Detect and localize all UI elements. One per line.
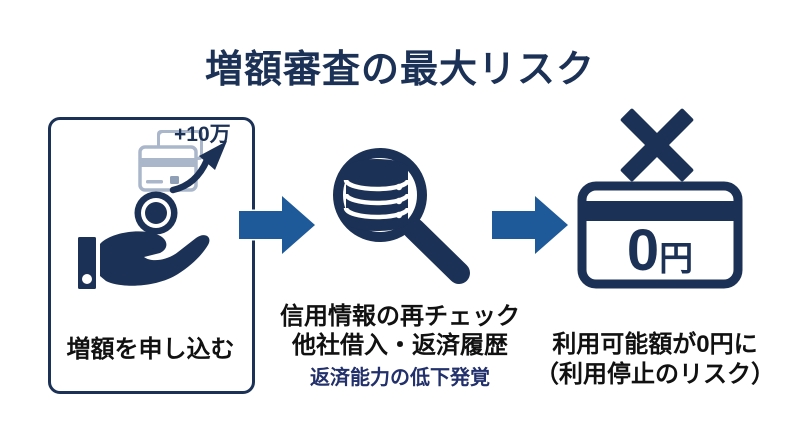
hand-coin-icon <box>78 191 210 289</box>
zero-limit-card-icon <box>577 181 743 289</box>
magnifier-handle-icon <box>403 218 470 284</box>
card-stripe <box>578 201 742 221</box>
credit-card-limit-up-icon <box>138 130 227 194</box>
check-line2: 他社借入・返済履歴 <box>292 332 508 359</box>
sleeve-icon <box>78 237 96 289</box>
flow-arrow-2-icon <box>492 196 568 254</box>
amount-value: 0 <box>626 218 660 283</box>
card-amount: 0円 <box>574 222 746 282</box>
result-line1: 利用可能額が0円に <box>552 331 758 358</box>
result-step-text: 利用可能額が0円に （利用停止のリスク） <box>535 330 775 390</box>
limit-increase-badge: +10万 <box>174 123 231 146</box>
credit-check-magnifier-icon <box>333 148 470 284</box>
database-icon <box>343 159 411 231</box>
result-line2: （利用停止のリスク） <box>535 361 775 388</box>
apply-step-label: 増額を申し込む <box>66 336 235 363</box>
flow-arrow-1-icon <box>239 196 315 254</box>
page-title: 増額審査の最大リスク <box>204 49 595 91</box>
magnifier-lens-icon <box>333 148 427 242</box>
cross-icon <box>620 108 694 182</box>
check-note: 返済能力の低下発覚 <box>310 367 490 389</box>
check-line1: 信用情報の再チェック <box>280 303 520 330</box>
increase-arrow-icon <box>169 156 211 194</box>
check-step-text: 信用情報の再チェック 他社借入・返済履歴 返済能力の低下発覚 <box>265 302 535 390</box>
amount-unit: 円 <box>659 240 694 278</box>
open-hand-icon <box>100 231 210 286</box>
